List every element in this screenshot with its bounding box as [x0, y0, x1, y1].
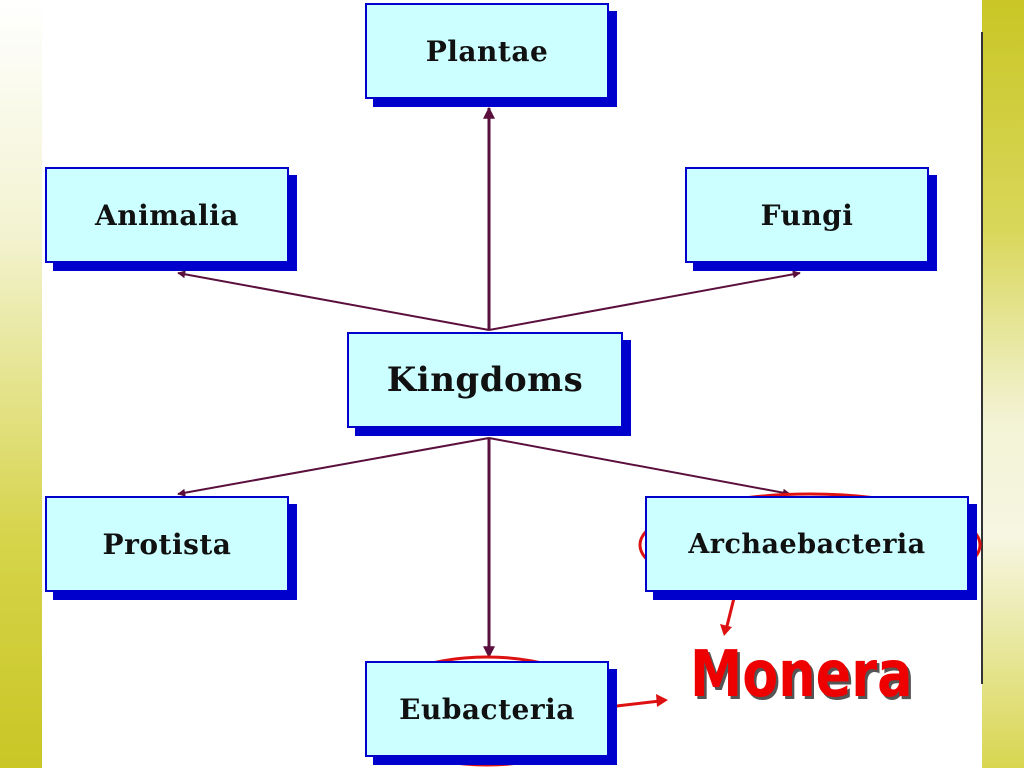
node-kingdoms: Kingdoms — [347, 332, 623, 428]
node-fungi-label: Fungi — [760, 198, 854, 232]
node-eubacteria: Eubacteria — [365, 661, 609, 757]
eubacteria-arrowhead — [656, 694, 668, 707]
slide-left-accent-bar — [0, 0, 42, 768]
node-protista: Protista — [45, 496, 289, 592]
arrow-to-archaebacteria — [488, 437, 791, 497]
node-animalia: Animalia — [45, 167, 289, 263]
node-archaebacteria-label: Archaebacteria — [688, 528, 926, 560]
slide-right-accent-bar — [982, 0, 1024, 768]
node-protista-label: Protista — [102, 527, 232, 561]
archaebacteria-highlight-ellipse — [638, 492, 982, 598]
node-plantae-label: Plantae — [425, 34, 549, 68]
node-animalia-label: Animalia — [95, 198, 239, 232]
arrow-to-fungi — [488, 270, 801, 331]
archaebacteria-arrowhead — [720, 624, 732, 636]
monera-callout: Monera — [690, 638, 913, 712]
slide-right-border-line — [981, 32, 983, 684]
node-eubacteria-label: Eubacteria — [399, 692, 575, 726]
eubacteria-to-monera-arrow — [607, 699, 661, 709]
archaebacteria-to-monera-arrow — [724, 589, 738, 631]
node-archaebacteria: Archaebacteria — [645, 496, 969, 592]
node-plantae: Plantae — [365, 3, 609, 99]
arrow-to-protista — [177, 437, 490, 497]
arrow-to-animalia — [177, 270, 490, 331]
node-kingdoms-label: Kingdoms — [386, 360, 584, 400]
node-fungi: Fungi — [685, 167, 929, 263]
